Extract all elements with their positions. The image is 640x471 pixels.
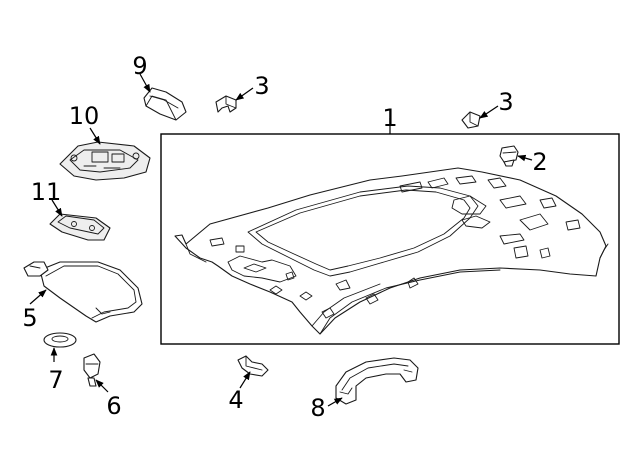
map-lamp-part-11 — [49, 213, 111, 241]
cap-part-7 — [43, 332, 77, 348]
leader-2 — [517, 154, 533, 162]
callout-6: 6 — [106, 392, 121, 420]
leader-9 — [139, 73, 151, 93]
overhead-console-part-10 — [59, 141, 151, 181]
holder-part-6 — [83, 353, 101, 387]
grab-handle-part-8 — [335, 357, 419, 405]
callout-11: 11 — [31, 178, 62, 206]
callout-1: 1 — [382, 104, 397, 132]
clip-part-2 — [499, 145, 519, 167]
callout-5: 5 — [22, 304, 37, 332]
callout-9: 9 — [132, 52, 147, 80]
bracket-part-3b — [461, 111, 481, 129]
callout-2: 2 — [532, 148, 547, 176]
callout-8: 8 — [310, 394, 325, 422]
leader-4 — [239, 371, 251, 389]
leader-3b — [479, 105, 499, 119]
callout-7: 7 — [48, 366, 63, 394]
leader-6 — [95, 379, 109, 393]
leader-10 — [89, 127, 101, 145]
sun-visor-part-5 — [23, 261, 143, 323]
bracket-part-4 — [237, 355, 269, 377]
bracket-part-3a — [215, 95, 237, 113]
callout-4: 4 — [228, 386, 243, 414]
leader-8 — [327, 397, 343, 407]
headliner-part — [174, 167, 609, 335]
callout-3a: 3 — [254, 72, 269, 100]
callout-3b: 3 — [498, 88, 513, 116]
leader-3a — [235, 87, 254, 101]
callout-10: 10 — [69, 102, 100, 130]
leader-11 — [51, 199, 63, 217]
switch-part-9 — [143, 87, 187, 121]
leader-5 — [29, 289, 47, 305]
